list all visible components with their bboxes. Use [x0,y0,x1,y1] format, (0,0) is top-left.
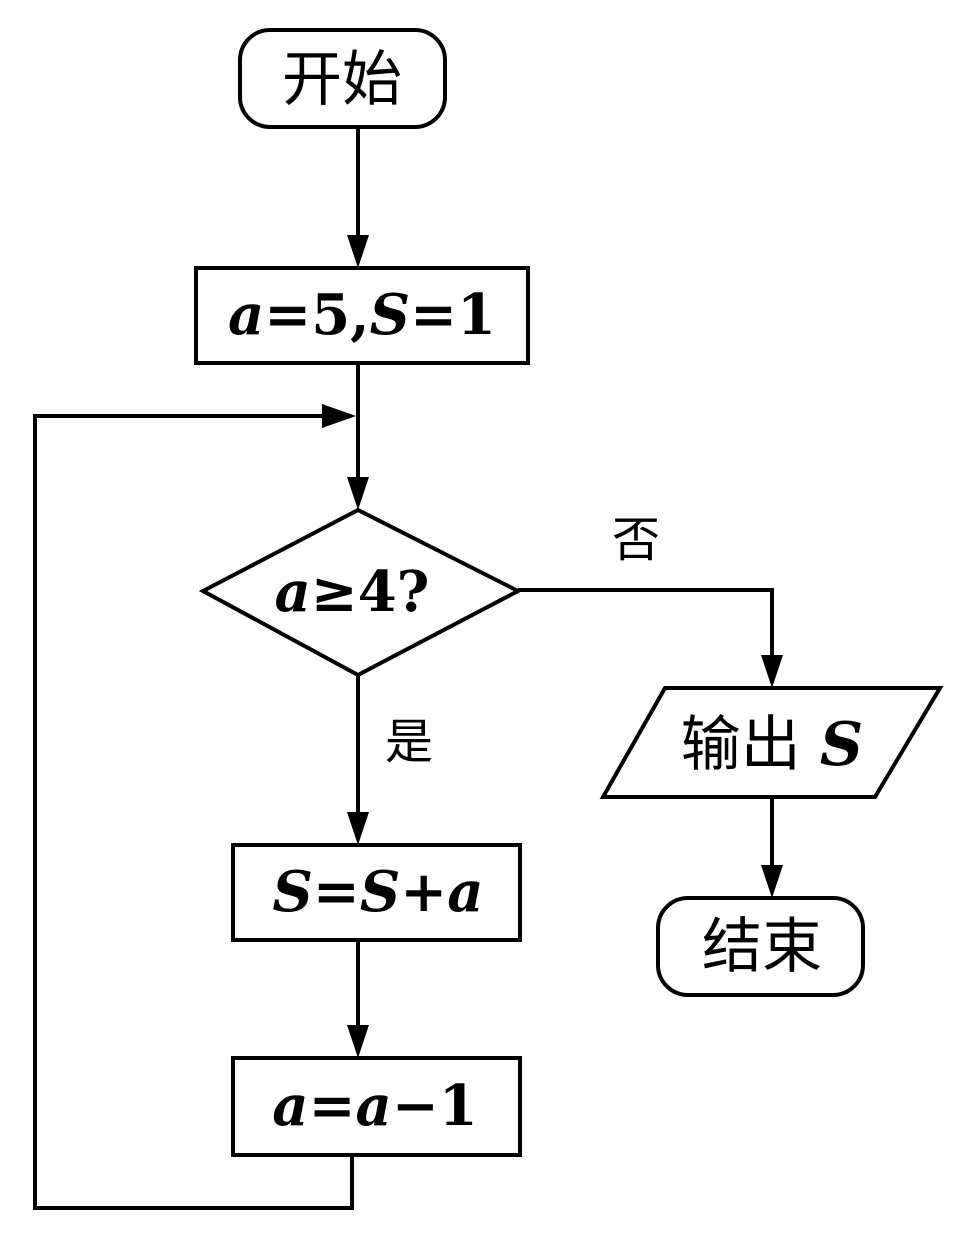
start-label: 开始 [282,45,402,115]
accumulate-label: S=S+a [272,859,483,925]
loop-back-line [33,414,354,1210]
end-label: 结束 [702,912,822,982]
connector-cond-no [518,588,774,663]
decrement-label: a=a−1 [272,1073,477,1139]
end-node: 结束 [656,896,865,997]
arrowhead-merge [322,404,356,428]
arrowhead-decrement [347,1025,369,1058]
arrowhead-output [761,655,783,688]
arrowheads [322,235,783,1058]
condition-label: a≥4? [275,559,430,625]
init-node: a=5,S=1 [194,266,530,365]
condition-node: a≥4? [198,507,523,678]
accumulate-node: S=S+a [231,843,522,942]
decrement-node: a=a−1 [231,1056,522,1157]
arrowhead-end [761,865,783,898]
arrowhead-condition [347,477,369,510]
connectors [33,127,774,1210]
arrowhead-accumulate [347,812,369,845]
init-label: a=5,S=1 [228,282,496,348]
yes-label: 是 [385,714,433,770]
no-label: 否 [612,512,660,568]
output-label: 输出 S [681,710,863,780]
start-node: 开始 [238,28,447,129]
output-node: 输出 S [599,686,944,799]
arrowhead-init [347,235,369,268]
